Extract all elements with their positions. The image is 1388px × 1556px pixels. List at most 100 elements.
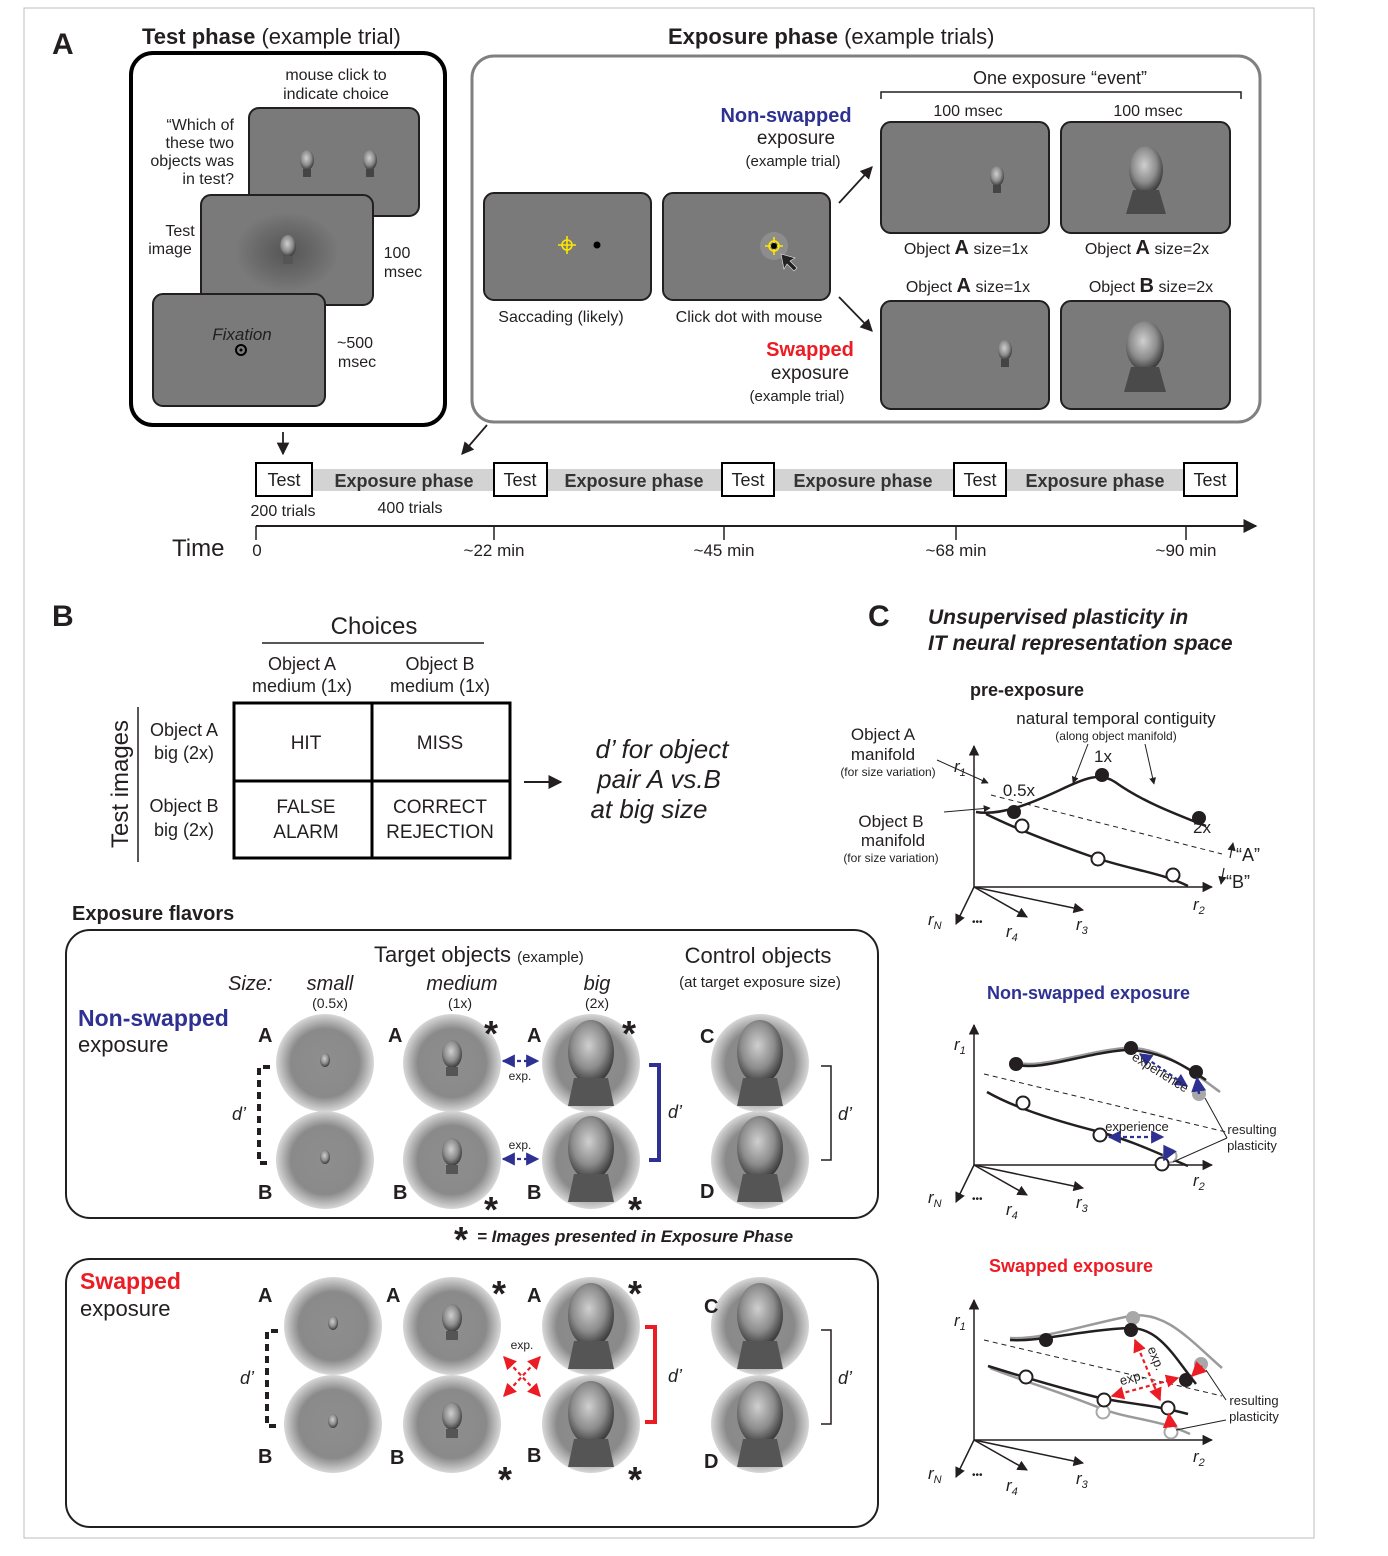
star-icon: * — [628, 1273, 642, 1314]
stimulus-a-small — [276, 1014, 374, 1112]
ms-left-label: 100 msec — [933, 103, 1002, 120]
object-letters: A B A B A B C D — [258, 1285, 718, 1473]
svg-text:A: A — [386, 1285, 400, 1307]
panel-c-title: Unsupervised plasticity in — [928, 606, 1188, 629]
swapped-plot-title: Swapped exposure — [989, 1256, 1153, 1276]
cell-false-alarm-2: ALARM — [273, 822, 338, 843]
row-header-b-2: big (2x) — [154, 820, 214, 840]
dprime-bracket-big — [645, 1325, 657, 1424]
time-tick-label: ~68 min — [926, 541, 987, 560]
timeline-block-label: Test — [963, 470, 996, 490]
dprime-bracket-small — [265, 1329, 278, 1428]
target-objects-header: Target objects (example) — [374, 942, 584, 967]
mouse-click-label: mouse click to — [285, 67, 386, 84]
decision-boundary-ns — [983, 1073, 1227, 1133]
timeline-block-label: Test — [731, 470, 764, 490]
stimulus-a-medium — [403, 1014, 501, 1112]
figure-frame — [23, 7, 1315, 1539]
manifold-a-label: Object A — [851, 725, 916, 744]
axis-label-r3: r3 — [1076, 1469, 1089, 1491]
stimulus-b-small — [276, 1111, 374, 1209]
stimulus-b-medium — [403, 1375, 501, 1473]
panel-label-b: B — [52, 600, 74, 633]
event-label: One exposure “event” — [973, 68, 1147, 88]
svg-text:B: B — [527, 1445, 541, 1467]
manifold-point-original — [1194, 1357, 1208, 1371]
ns-left-caption: Object A size=1x — [904, 237, 1028, 259]
star-icon: * — [492, 1273, 506, 1314]
experience-label: experience — [1105, 1119, 1169, 1134]
target-dot — [593, 241, 601, 249]
resulting-plasticity-label: resulting — [1227, 1122, 1276, 1137]
nonswapped-exposure-title: Non-swapped — [720, 105, 851, 127]
manifold-point-a — [1192, 811, 1206, 825]
size-big: big — [584, 973, 611, 995]
manifold-point-b — [1015, 1095, 1031, 1111]
svg-text:B: B — [258, 1182, 272, 1204]
svg-text:B: B — [527, 1182, 541, 1204]
manifold-point-a — [1189, 1065, 1203, 1079]
manifold-point-a — [1124, 1041, 1138, 1055]
row-axis-label: Test images — [107, 720, 134, 848]
col-header-a: Object A — [268, 654, 336, 674]
time-tick-label: ~45 min — [694, 541, 755, 560]
time-label: Time — [172, 535, 224, 562]
stimulus-c-control — [711, 1014, 809, 1112]
point-label-1x: 1x — [1094, 747, 1112, 766]
dprime-label-big: d’ — [668, 1366, 683, 1386]
size-label: Size: — [228, 973, 272, 995]
star-icon: * — [628, 1189, 642, 1230]
test-phase-title: Test phase (example trial) — [142, 24, 401, 49]
swap-exp-arrow — [1133, 1338, 1162, 1402]
dprime-label-big: d’ — [668, 1102, 683, 1122]
decision-boundary-pre — [990, 794, 1223, 855]
svg-text:B: B — [393, 1182, 407, 1204]
col-header-a-2: medium (1x) — [252, 676, 352, 696]
manifold-a-label-2: manifold — [851, 745, 915, 764]
svg-text:in test?: in test? — [182, 171, 234, 188]
contiguity-label-2: (along object manifold) — [1055, 729, 1176, 743]
nonswapped-flavor-title: Non-swapped — [78, 1005, 229, 1031]
axis-label-r1: r1 — [954, 1311, 966, 1333]
exposure-screen-ns-1x — [880, 121, 1050, 234]
dprime-bracket-control — [821, 1329, 832, 1425]
axis-label-r4: r4 — [1006, 922, 1018, 944]
question-text: “Which of these two objects was in test? — [150, 117, 234, 188]
footnote-star: * — [454, 1219, 468, 1260]
click-dot-label: Click dot with mouse — [676, 309, 823, 326]
axis-label-r1: r1 — [954, 757, 966, 779]
axis-label-r2: r2 — [1193, 895, 1205, 917]
svg-text:C: C — [704, 1296, 718, 1318]
svg-text:“Which of: “Which of — [166, 117, 234, 134]
fixation-label: Fixation — [212, 325, 272, 344]
branch-arrow-up — [838, 166, 873, 204]
dprime-bracket-small — [257, 1065, 270, 1165]
star-icon: * — [622, 1013, 636, 1054]
timeline-test-block — [493, 462, 548, 497]
star-icon: * — [498, 1459, 512, 1500]
star-icon: * — [484, 1013, 498, 1054]
manifold-point-original — [1095, 1404, 1111, 1420]
manifold-b-label-2: manifold — [861, 831, 925, 850]
cell-miss: MISS — [417, 733, 463, 754]
axis-dots: ••• — [972, 917, 983, 928]
swapped-flavor-sub: exposure — [80, 1296, 171, 1321]
cell-correct-rejection-2: REJECTION — [386, 822, 494, 843]
click-dot-screen — [662, 192, 831, 301]
swap-exp-arrow — [1110, 1374, 1180, 1400]
swapped-exposure-title: Swapped — [766, 339, 854, 361]
resulting-plasticity-label-2: plasticity — [1227, 1138, 1277, 1153]
row-header-a: Object A — [150, 720, 218, 740]
timeline-test-block — [953, 462, 1007, 497]
svg-text:A: A — [258, 1285, 272, 1307]
stimulus-d-control — [711, 1111, 809, 1209]
exp-label: exp. — [1118, 1367, 1146, 1388]
manifold-point-a — [1095, 768, 1109, 782]
svg-text:A: A — [388, 1025, 402, 1047]
svg-text:A: A — [258, 1025, 272, 1047]
nonswapped-exposure-sub-2: (example trial) — [745, 153, 840, 170]
swapped-exposure-sub-2: (example trial) — [749, 388, 844, 405]
stimulus-b-big — [542, 1111, 640, 1209]
plasticity-arrow — [1190, 1361, 1207, 1378]
axis-label-rn: rN — [928, 1464, 942, 1486]
